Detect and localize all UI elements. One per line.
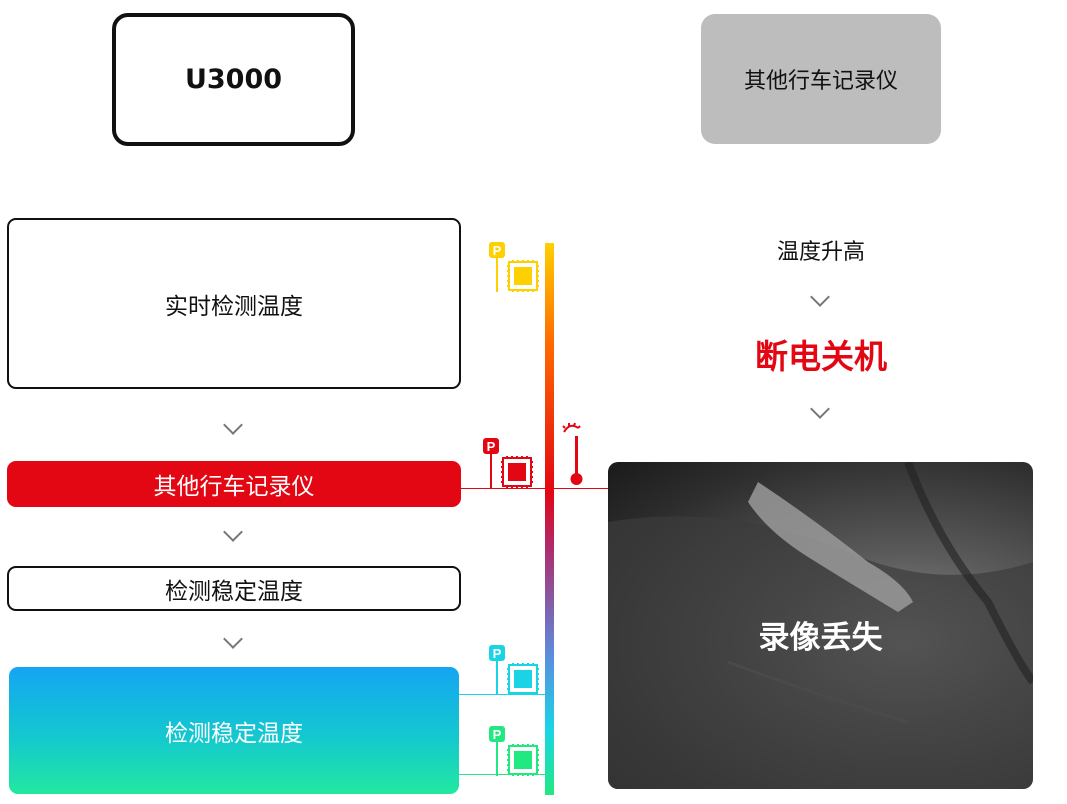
parking-chip-icon: P xyxy=(489,726,539,776)
step-other-recorder: 其他行车记录仪 xyxy=(7,461,461,507)
photo-scene xyxy=(608,462,1033,789)
chevron-down-icon xyxy=(810,399,830,419)
svg-text:P: P xyxy=(493,243,502,258)
u3000-title: U3000 xyxy=(184,64,283,95)
u3000-title-box: U3000 xyxy=(112,13,355,146)
step-label: 检测稳定温度 xyxy=(165,578,303,605)
temperature-rise-text: 温度升高 xyxy=(776,240,865,265)
thermometer-icon xyxy=(562,422,583,485)
svg-text:P: P xyxy=(487,439,496,454)
connector-line-green xyxy=(459,774,545,775)
connector-line-cyan xyxy=(459,694,545,695)
parking-chip-icon: P xyxy=(483,438,533,488)
chevron-down-icon xyxy=(223,522,243,542)
parking-chip-icon: P xyxy=(489,645,539,695)
temperature-gradient-bar xyxy=(545,243,554,795)
connector-line-red xyxy=(461,488,608,489)
other-recorder-title-box: 其他行车记录仪 xyxy=(701,14,941,144)
step-stable-detect-gradient: 检测稳定温度 xyxy=(9,667,459,794)
chevron-down-icon xyxy=(223,629,243,649)
other-recorder-title: 其他行车记录仪 xyxy=(743,69,898,94)
parking-chip-icon: P xyxy=(489,242,539,292)
chevron-down-icon xyxy=(223,415,243,435)
step-realtime-detect: 实时检测温度 xyxy=(7,218,461,389)
car-damage-photo: 录像丢失 xyxy=(608,462,1033,789)
step-label: 检测稳定温度 xyxy=(165,720,303,747)
step-label: 其他行车记录仪 xyxy=(153,474,315,500)
svg-text:P: P xyxy=(493,646,502,661)
chevron-down-icon xyxy=(810,287,830,307)
svg-text:P: P xyxy=(493,727,502,742)
video-lost-caption: 录像丢失 xyxy=(758,620,883,656)
shutdown-text: 断电关机 xyxy=(755,337,887,376)
step-stable-detect: 检测稳定温度 xyxy=(7,566,461,611)
step-label: 实时检测温度 xyxy=(165,293,303,320)
